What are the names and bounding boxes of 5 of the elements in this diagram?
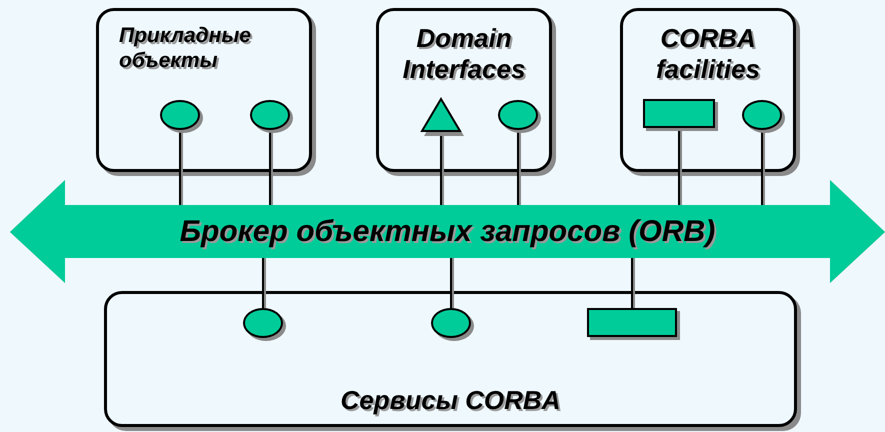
- box-title: Сервисы CORBA: [340, 384, 560, 416]
- band-label: Брокер объектных запросов (ORB): [180, 216, 716, 246]
- box-title: Domain Interfaces: [402, 23, 526, 86]
- box-title: CORBA facilities: [654, 23, 762, 86]
- box-title: Прикладные объекты: [119, 23, 252, 74]
